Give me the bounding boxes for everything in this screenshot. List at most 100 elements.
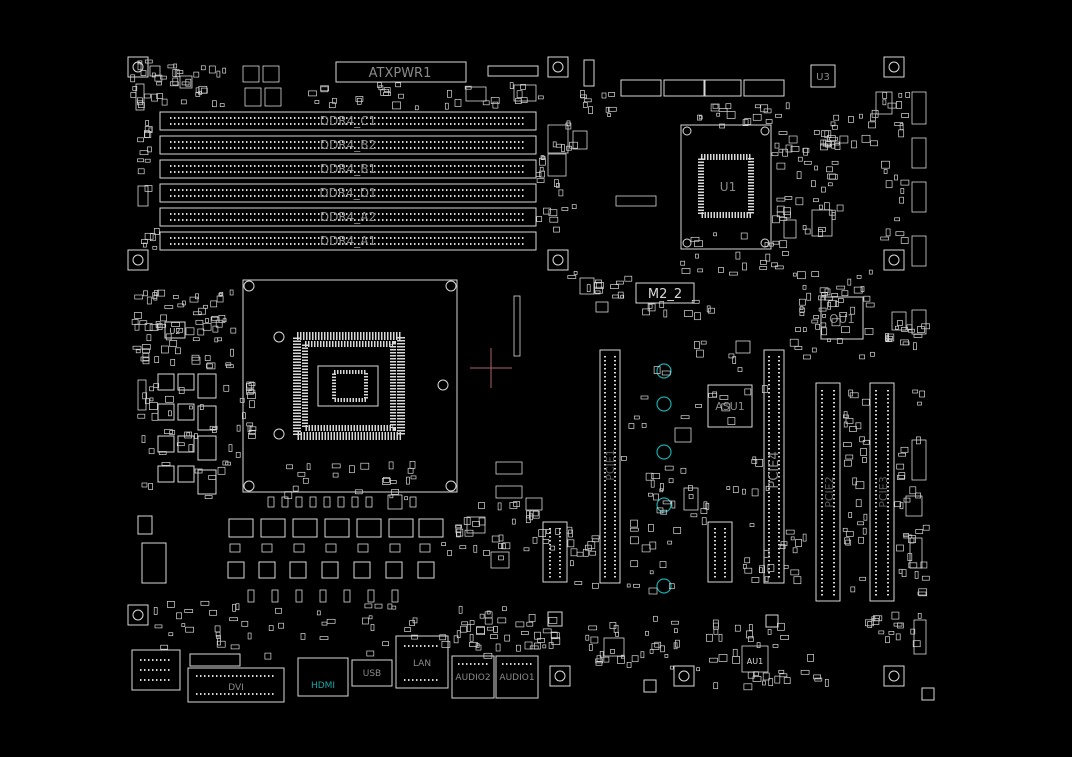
pcie1-label: PCIE1 [604, 449, 617, 481]
smd-pad [785, 529, 795, 535]
smd-pad [194, 468, 203, 474]
smd-pad [216, 640, 226, 648]
smd-pad [694, 240, 703, 248]
smd-pad [793, 576, 802, 585]
smd-pad [862, 527, 867, 535]
smd-pad [756, 642, 761, 648]
smd-pad [469, 633, 474, 642]
smd-pad [455, 531, 461, 538]
smd-pad [167, 64, 175, 69]
smd-pad [395, 82, 401, 88]
smd-pad [914, 571, 919, 579]
smd-pad [624, 275, 633, 282]
smd-pad [696, 349, 704, 358]
smd-pad [160, 314, 167, 322]
dimm-label-d1: DDR4_D1 [319, 186, 376, 200]
smd-pad [660, 645, 665, 653]
smd-pad [513, 501, 520, 507]
smd-pad [382, 641, 389, 647]
smd-pad [497, 617, 507, 624]
smd-pad [895, 325, 899, 330]
dvi-label: DVI [228, 683, 244, 693]
smd-pad [219, 291, 224, 296]
smd-pad [885, 338, 893, 343]
smd-pad [529, 510, 539, 517]
smd-pad [680, 467, 687, 474]
small-components [135, 65, 927, 673]
smd-pad [389, 494, 394, 499]
smd-pad [156, 323, 163, 330]
smd-pad [885, 228, 891, 237]
smd-pad [792, 272, 797, 277]
smd-pad [807, 654, 814, 662]
smd-pad [364, 603, 373, 609]
smd-pad [740, 232, 748, 240]
u3-label: U3 [816, 72, 830, 83]
au1-chip: AU1 [747, 657, 763, 666]
smd-pad [217, 466, 226, 475]
smd-pad [700, 340, 707, 345]
smd-pad [712, 391, 718, 398]
pcie-slots [542, 349, 895, 602]
hdmi-label: HDMI [311, 681, 335, 691]
smd-pad [780, 635, 789, 640]
smd-pad [247, 392, 256, 399]
smd-pad [247, 425, 252, 433]
smd-pad [640, 395, 649, 400]
smd-pad [845, 531, 854, 537]
smd-pad [789, 338, 799, 347]
smd-pad [785, 102, 790, 110]
smd-pad [626, 583, 631, 588]
smd-pad [198, 307, 206, 315]
smd-pad [653, 366, 661, 374]
smd-pad [447, 89, 452, 98]
smd-pad [662, 500, 672, 505]
smd-pad [149, 397, 154, 402]
smd-pad [154, 624, 163, 629]
smd-pad [659, 488, 664, 493]
smd-pad [898, 92, 903, 98]
smd-pad [239, 397, 245, 403]
smd-pad [680, 415, 690, 420]
smd-pad [645, 472, 654, 481]
smd-pad [744, 567, 753, 574]
smd-pad [917, 612, 922, 619]
smd-pad [532, 536, 538, 544]
smd-pad [905, 92, 911, 98]
smd-pad [549, 216, 559, 223]
smd-pad [859, 113, 863, 119]
audio2-label: AUDIO2 [455, 673, 490, 683]
smd-pad [900, 237, 909, 244]
smd-pad [751, 488, 759, 497]
smd-pad [553, 226, 560, 233]
smd-pad [776, 211, 785, 218]
smd-pad [185, 327, 195, 336]
smd-pad [774, 675, 781, 684]
smd-pad [695, 404, 702, 408]
smd-pad [788, 135, 798, 144]
smd-pad [585, 544, 592, 551]
smd-pad [567, 539, 575, 548]
smd-pad [145, 398, 150, 405]
smd-pad [909, 537, 915, 544]
smd-pad [921, 575, 930, 581]
smd-pad [779, 240, 788, 249]
smd-pad [888, 631, 895, 635]
smd-pad [713, 682, 719, 690]
smd-pad [920, 561, 928, 569]
smd-pad [248, 382, 256, 386]
smd-pad [870, 140, 878, 147]
smd-pad [912, 389, 919, 394]
smd-pad [856, 275, 862, 279]
smd-pad [818, 229, 823, 237]
smd-pad [896, 544, 904, 552]
smd-pad [181, 623, 186, 627]
smd-pad [528, 614, 536, 622]
smd-pad [157, 289, 166, 297]
smd-pad [147, 146, 152, 153]
smd-pad [137, 137, 144, 143]
smd-pad [684, 310, 693, 317]
smd-pad [169, 81, 179, 87]
smd-pad [885, 334, 889, 342]
smd-pad [561, 144, 565, 152]
